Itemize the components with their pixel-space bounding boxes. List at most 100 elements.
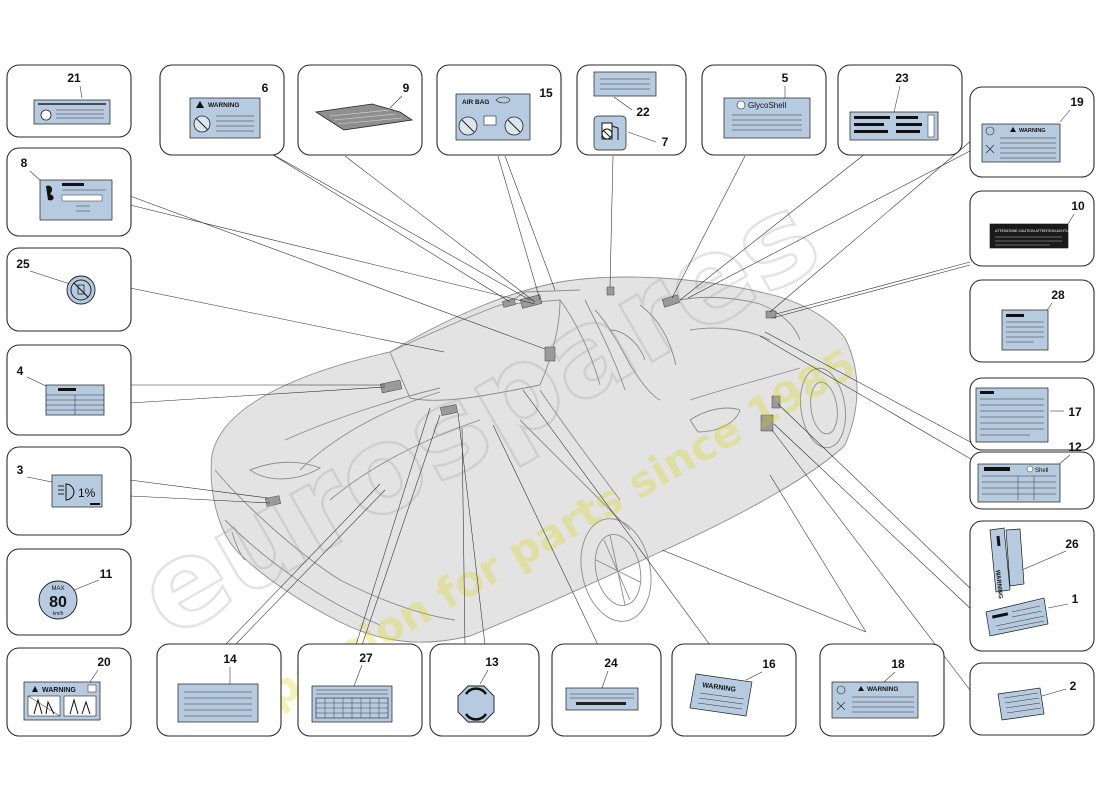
label-13-octagon-sticker [457,685,495,723]
warning-text: WARNING [702,682,737,694]
label-18-warning-sticker: WARNING [831,681,919,719]
label-3-headlight-sticker: 1% [51,474,103,508]
label-27-table-sticker [311,685,393,723]
callout-number: 22 [636,105,650,119]
callout-number: 7 [662,135,669,149]
callout-number: 26 [1065,537,1079,551]
label-11-speed-sticker: MAX 80 km/h [38,580,78,620]
callout-number: 16 [762,657,776,671]
callout-3[interactable]: 3 1% [6,446,132,536]
label-1-sticker [985,597,1049,637]
warning-text: WARNING [208,102,239,109]
callout-9[interactable]: 9 [297,64,423,156]
label-25-round-sticker [66,275,96,305]
callout-number: 4 [17,364,24,378]
callout-25[interactable]: 25 [6,247,132,332]
callout-number: 11 [100,567,113,581]
callout-28[interactable]: 28 [969,279,1095,363]
label-23-sticker [849,111,939,141]
warning-text: WARNING [42,687,76,694]
speed-unit-text: km/h [53,611,64,617]
callout-13[interactable]: 13 [429,643,540,737]
callout-number: 24 [604,656,618,670]
label-10-attention-sticker: ATTENZIONE CAUTION ATTENTION ACHTUNG [989,223,1074,249]
callout-27[interactable]: 27 [297,643,423,737]
warning-text: WARNING [1019,128,1046,134]
callout-6[interactable]: 6 WARNING [159,64,285,156]
attention-text: ATTENZIONE CAUTION ATTENTION ACHTUNG [995,229,1074,233]
callout-8[interactable]: 8 [6,147,132,237]
callout-21[interactable]: 21 [6,64,132,138]
callout-number: 21 [67,71,81,85]
label-15-airbag-sticker: AIR BAG [455,93,531,141]
label-17-sticker [975,387,1049,443]
label-24-sticker [565,687,639,711]
callout-number: 1 [1072,592,1079,606]
callout-4[interactable]: 4 [6,344,132,436]
percent-text: 1% [78,486,96,500]
label-22-sticker [593,71,657,97]
callout-23[interactable]: 23 [837,64,963,156]
warning-text: WARNING [867,686,898,693]
callout-15[interactable]: 15 AIR BAG [436,64,562,156]
car-label-markers [265,286,781,507]
callout-number: 12 [1068,440,1082,454]
warning-text: WARNING [994,570,1003,600]
callout-number: 8 [21,156,28,170]
callout-number: 9 [403,81,410,95]
callout-number: 15 [539,86,553,100]
shell-text: Shell [1035,468,1048,474]
label-8-sticker [39,179,113,221]
label-4-table-sticker [45,384,105,416]
label-20-warning-sticker: WARNING [23,681,101,721]
speed-text: 80 [49,594,67,611]
callout-14[interactable]: 14 [156,643,282,737]
label-2-sticker [997,687,1045,721]
callout-number: 17 [1068,405,1082,419]
label-7-fuel-sticker [593,115,627,151]
label-6-warning-sticker: WARNING [189,97,261,139]
label-26-strips: WARNING [989,527,1025,600]
callout-number: 28 [1051,288,1065,302]
airbag-text: AIR BAG [462,99,489,106]
label-28-sticker [1001,309,1049,351]
callout-2[interactable]: 2 [969,662,1095,736]
callout-number: 25 [16,257,30,271]
callout-19[interactable]: 19 WARNING [969,86,1095,178]
callout-16[interactable]: 16 WARNING [671,643,797,737]
callout-11[interactable]: 11 MAX 80 km/h [6,548,132,636]
car-illustration [210,276,858,643]
callout-10[interactable]: 10 ATTENZIONE CAUTION ATTENTION ACHTUNG [969,190,1095,267]
label-19-warning-sticker: WARNING [981,123,1061,163]
label-21-sticker [33,99,111,125]
leader-lines [129,139,977,691]
callout-number: 19 [1070,95,1084,109]
callout-number: 18 [891,657,905,671]
label-14-sticker [177,683,259,723]
callout-5[interactable]: 5 GlycoShell [701,64,827,156]
callout-number: 2 [1070,679,1077,693]
callout-number: 10 [1071,199,1085,213]
callout-24[interactable]: 24 [551,643,662,737]
glycoshell-text: GlycoShell [748,101,786,110]
callout-12[interactable]: 12 Shell [969,440,1095,510]
callout-18[interactable]: 18 WARNING [819,643,945,737]
callout-number: 14 [223,652,237,666]
label-12-shell-sticker: Shell [977,463,1061,503]
callout-number: 20 [97,655,111,669]
callout-number: 6 [262,81,269,95]
callout-number: 3 [17,463,24,477]
callout-number: 5 [782,71,789,85]
label-5-glycoshell-sticker: GlycoShell [723,97,811,139]
callout-22-7[interactable]: 22 7 [576,64,687,156]
callout-number: 23 [895,71,909,85]
callout-20[interactable]: 20 WARNING [6,647,132,737]
callout-number: 13 [485,655,499,669]
label-9-mat [314,103,414,131]
callout-17[interactable]: 17 [969,377,1095,451]
callout-number: 27 [359,651,373,665]
callout-26-1[interactable]: 26 1 WARNING [969,520,1095,652]
max-text: MAX [51,586,64,592]
label-16-warning-sticker: WARNING [689,673,753,717]
